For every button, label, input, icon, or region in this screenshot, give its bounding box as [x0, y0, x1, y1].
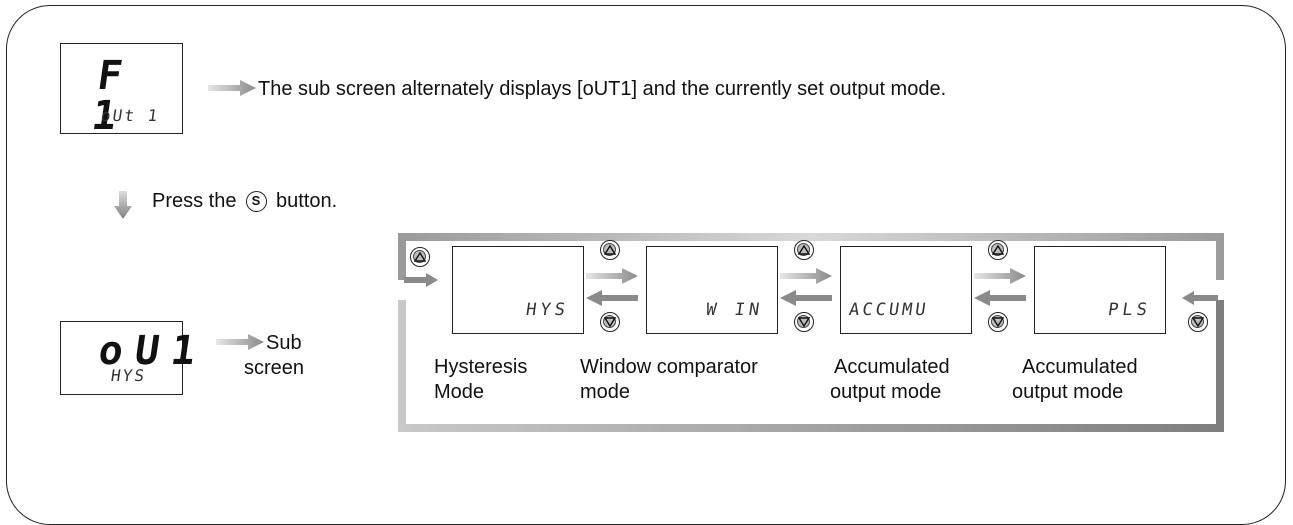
lcd-display-f1: F 1 oUt 1: [60, 43, 183, 139]
small-arrow-icon: [208, 80, 256, 96]
left-arrow-icon: [780, 290, 832, 306]
mode-display-text: W IN: [704, 300, 765, 320]
lcd-display-out1: oU1 HYS: [60, 321, 210, 395]
sub-screen-label-2: screen: [244, 357, 305, 379]
mode-label: Accumulated: [834, 356, 950, 378]
press-instruction-end: button.: [276, 190, 338, 212]
loop-return-arrow: [1182, 291, 1218, 305]
mode-label: Accumulated: [1022, 356, 1138, 378]
mode-label: Mode: [434, 381, 485, 403]
s-button-icon[interactable]: S: [246, 191, 267, 212]
mode-label: Window comparator: [580, 356, 758, 378]
mode-label: Hysteresis: [434, 356, 528, 378]
left-arrow-icon: [586, 290, 638, 306]
small-arrow-icon: [216, 334, 264, 350]
mode-display-window[interactable]: W IN: [646, 246, 778, 334]
up-button-icon[interactable]: [794, 240, 814, 260]
mode-display-text: ACCUMU: [847, 300, 930, 320]
right-arrow-icon: [974, 268, 1026, 284]
up-button-icon[interactable]: [600, 240, 620, 260]
loop-entry-arrow: [404, 273, 438, 287]
down-button-icon[interactable]: [1188, 312, 1208, 332]
mode-display-text: HYS: [524, 300, 571, 320]
down-button-icon[interactable]: [988, 312, 1008, 332]
mode-display-text: PLS: [1106, 300, 1153, 320]
mode-cycle-loop: [398, 233, 1224, 432]
mode-label: mode: [580, 381, 631, 403]
sub-screen-label: Sub: [266, 332, 302, 354]
left-arrow-icon: [974, 290, 1026, 306]
down-button-icon[interactable]: [794, 312, 814, 332]
up-button-icon[interactable]: [988, 240, 1008, 260]
up-button-icon[interactable]: [410, 247, 430, 267]
right-arrow-icon: [780, 268, 832, 284]
mode-label: output mode: [1012, 381, 1124, 403]
mode-display-accumulated[interactable]: ACCUMU: [840, 246, 972, 334]
mode-display-hysteresis[interactable]: HYS: [452, 246, 584, 334]
mode-display-pulse[interactable]: PLS: [1034, 246, 1166, 334]
down-arrow-icon: [114, 191, 132, 219]
output-mode-note: The sub screen alternately displays [oUT…: [258, 78, 947, 100]
press-instruction: Press the: [152, 190, 237, 212]
right-arrow-icon: [586, 268, 638, 284]
mode-label: output mode: [830, 381, 942, 403]
down-button-icon[interactable]: [600, 312, 620, 332]
